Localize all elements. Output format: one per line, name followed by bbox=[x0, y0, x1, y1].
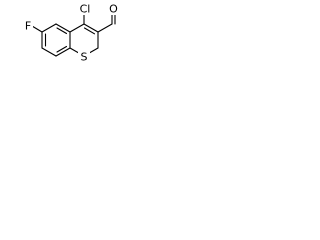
oxygen-atom-label: O bbox=[109, 3, 118, 16]
double-bond-c8-c8a-inner bbox=[56, 45, 68, 53]
double-bond-c4-c3-inner bbox=[83, 27, 96, 35]
benzene-ring bbox=[41, 23, 71, 57]
sulfur-atom-label: S bbox=[81, 51, 88, 64]
chemical-structure: Cl F S O bbox=[23, 3, 119, 64]
bond-c7-c8 bbox=[41, 47, 57, 57]
double-bond-c4a-c5-inner bbox=[56, 27, 68, 35]
bond-c5-c6 bbox=[41, 23, 57, 33]
bond-c6-f bbox=[31, 25, 43, 33]
chlorine-atom-label: Cl bbox=[80, 3, 91, 16]
fluorine-atom-label: F bbox=[25, 20, 31, 33]
bond-c3-cho bbox=[97, 23, 113, 33]
bond-c4-c3 bbox=[83, 23, 99, 33]
bond-c8-c8a bbox=[55, 47, 71, 57]
bond-c4a-c4 bbox=[69, 23, 85, 33]
bond-c4a-c5 bbox=[55, 23, 71, 33]
